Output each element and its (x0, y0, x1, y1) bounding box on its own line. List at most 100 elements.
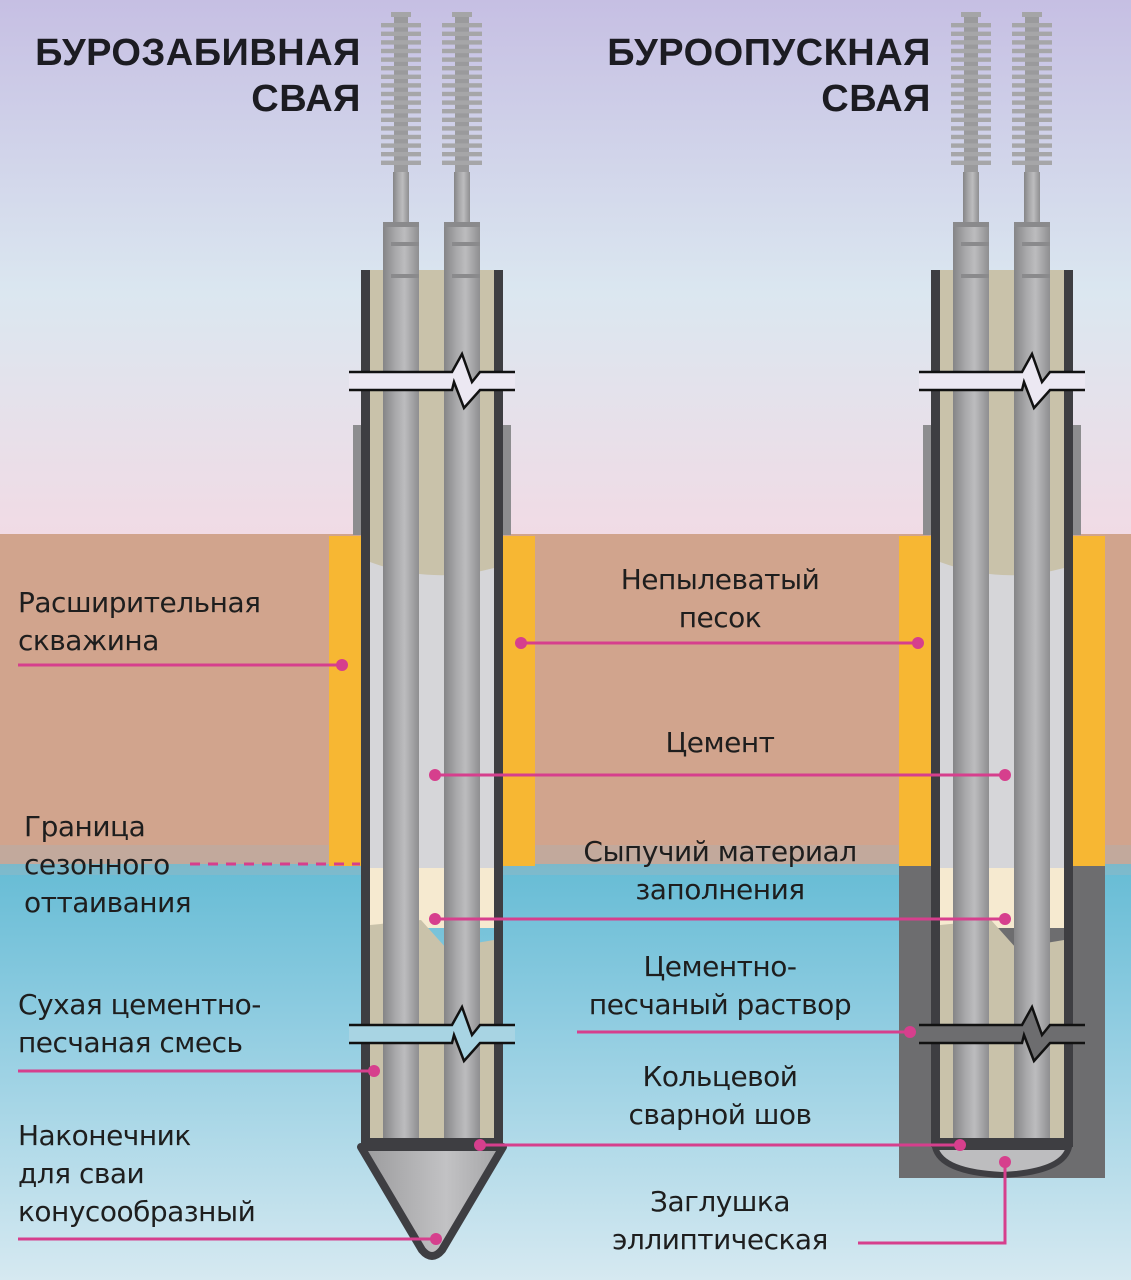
break-line (919, 1030, 1085, 1064)
rod-neck (1024, 172, 1040, 227)
leader-dot (904, 1026, 916, 1038)
pipe-body (953, 222, 989, 1140)
label-mortar: Цементно- песчаный раствор (560, 948, 880, 1024)
thread-ring (442, 143, 482, 148)
thread-ring (1012, 66, 1052, 71)
thread-ring (442, 100, 482, 105)
thread-ring (951, 117, 991, 122)
leader-dot (430, 1233, 442, 1245)
thread-ring (1012, 109, 1052, 114)
label-elliptic-cap: Заглушка эллиптическая (560, 1183, 880, 1259)
break-line (919, 377, 1085, 411)
thread-ring (1012, 126, 1052, 131)
thread-ring (442, 66, 482, 71)
casing-wall (931, 270, 940, 1140)
thread-ring (951, 91, 991, 97)
thread-ring (442, 74, 482, 79)
rod-cap (391, 12, 411, 17)
thread-ring (381, 31, 421, 36)
leader-dot (999, 913, 1011, 925)
sand-backfill (329, 536, 361, 866)
rod-core (964, 14, 978, 184)
thread-ring (381, 143, 421, 148)
pipe-groove (391, 274, 419, 278)
pipe-body (383, 222, 419, 1140)
label-line: Граница (24, 810, 146, 843)
label-line: Расширительная (18, 586, 261, 619)
pipe-groove (1022, 242, 1050, 246)
pipe-collar (383, 222, 419, 227)
thread-ring (442, 109, 482, 114)
thread-ring (951, 126, 991, 131)
thread-ring (442, 134, 482, 140)
leader-dot (954, 1139, 966, 1151)
label-line: Цемент (665, 726, 775, 759)
rod-cap (452, 12, 472, 17)
label-line: Цементно- (643, 950, 797, 983)
thread-ring (442, 160, 482, 165)
thread-ring (381, 160, 421, 165)
rod-neck (963, 172, 979, 227)
label-expansion-well: Расширительная скважина (18, 584, 261, 660)
thread-ring (442, 40, 482, 45)
thread-ring (442, 126, 482, 131)
leader-dot (999, 769, 1011, 781)
thread-ring (1012, 134, 1052, 140)
guide-sleeve (353, 425, 362, 535)
break-band (349, 354, 515, 408)
leader-dot (474, 1139, 486, 1151)
thread-ring (951, 31, 991, 36)
thread-ring (1012, 83, 1052, 88)
thread-ring (1012, 48, 1052, 54)
thread-ring (951, 134, 991, 140)
label-line: скважина (18, 624, 159, 657)
thread-ring (1012, 31, 1052, 36)
pipe-groove (961, 274, 989, 278)
label-line: для сваи (18, 1157, 145, 1190)
label-dry-mix: Сухая цементно- песчаная смесь (18, 986, 261, 1062)
thread-ring (951, 48, 991, 54)
label-line: Непылеватый (620, 563, 820, 596)
pipe-groove (452, 242, 480, 246)
break-line (919, 1003, 1085, 1038)
thread-ring (1012, 143, 1052, 148)
label-ring-weld: Кольцевой сварной шов (560, 1058, 880, 1134)
label-line: конусообразный (18, 1195, 256, 1228)
thread-ring (951, 109, 991, 114)
pipe-collar (444, 222, 480, 227)
leader-dot (999, 1156, 1011, 1168)
label-line: Сухая цементно- (18, 988, 261, 1021)
thread-ring (381, 109, 421, 114)
ring-weld (931, 1138, 1073, 1147)
title-right-line2: СВАЯ (821, 78, 931, 120)
thread-ring (1012, 91, 1052, 97)
thread-ring (381, 23, 421, 28)
thread-ring (951, 40, 991, 45)
rod-neck (393, 172, 409, 227)
thread-ring (381, 91, 421, 97)
thread-ring (1012, 57, 1052, 62)
casing-wall (494, 270, 503, 1140)
thread-ring (381, 100, 421, 105)
sand-backfill (503, 536, 535, 866)
thread-ring (951, 57, 991, 62)
title-left-line1: БУРОЗАБИВНАЯ (35, 32, 361, 74)
guide-sleeve (502, 425, 511, 535)
leader-dot (515, 637, 527, 649)
thread-ring (381, 66, 421, 71)
rod-core (394, 14, 408, 184)
thread-ring (951, 100, 991, 105)
leader-dot (336, 659, 348, 671)
label-cement: Цемент (560, 724, 880, 762)
label-cone-tip: Наконечник для сваи конусообразный (18, 1117, 256, 1231)
guide-sleeve (923, 425, 932, 535)
thread-ring (1012, 23, 1052, 28)
label-line: сезонного (24, 848, 170, 881)
label-line: Заглушка (650, 1185, 790, 1218)
bored-driven-pile (329, 12, 535, 1260)
leader-line (858, 1162, 1007, 1245)
rod-core (455, 14, 469, 184)
thread-ring (442, 57, 482, 62)
thread-ring (951, 152, 991, 157)
leader-dot (912, 637, 924, 649)
